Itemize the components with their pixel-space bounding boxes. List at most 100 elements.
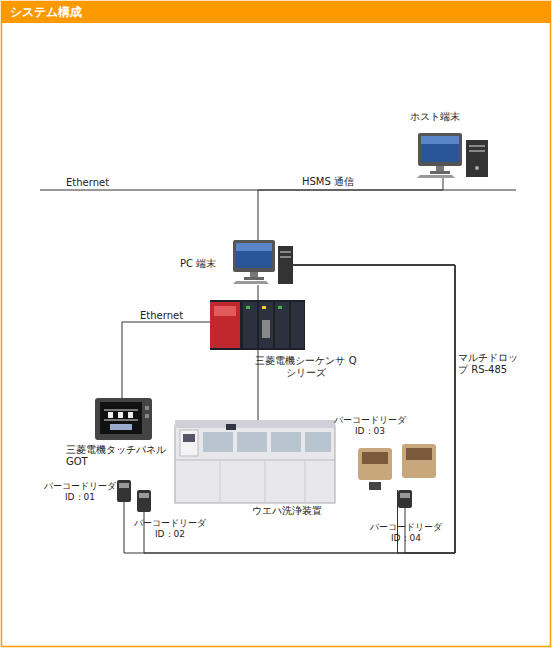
host-computer-part xyxy=(469,145,485,147)
touch-panel-part xyxy=(145,414,149,418)
barcode-reader-02-part xyxy=(137,490,151,512)
plc-unit-part xyxy=(243,302,257,348)
device-label: バーコードリーダ ID：02 xyxy=(132,518,208,540)
barcode-reader-03-part xyxy=(362,452,388,464)
barcode-reader-01 xyxy=(117,480,131,502)
device-label: バーコードリーダ ID：04 xyxy=(368,522,444,544)
barcode-reader-03-part xyxy=(358,448,392,480)
host-computer xyxy=(417,133,488,178)
plc-unit-part xyxy=(262,306,266,309)
touch-panel-part xyxy=(108,412,113,418)
barcode-reader-01-part xyxy=(119,483,129,488)
plc-unit-part xyxy=(278,306,282,309)
plc-unit-part xyxy=(246,306,250,309)
pc-computer-part xyxy=(250,272,258,277)
touch-panel-part xyxy=(110,424,132,430)
host-computer-part xyxy=(421,136,459,144)
host-computer-part xyxy=(469,150,485,152)
wafer-cleaner-part xyxy=(271,432,301,452)
host-computer-part xyxy=(421,136,459,162)
touch-panel-part xyxy=(100,402,142,434)
wafer-cleaner: ウエハ洗浄装置 xyxy=(175,420,335,505)
connector-line xyxy=(258,178,443,240)
device-label: 三菱電機シーケンサ Q シリーズ xyxy=(254,355,358,379)
pc-computer-part xyxy=(233,281,269,284)
wafer-cleaner-part xyxy=(226,424,236,430)
plc-unit-part xyxy=(210,300,305,350)
plc-unit-part xyxy=(210,302,240,348)
host-computer-part xyxy=(418,133,462,166)
ethernet-bus xyxy=(40,190,516,191)
wafer-cleaner-part xyxy=(265,460,266,503)
pc-computer-part xyxy=(233,240,275,272)
connector-line xyxy=(124,265,455,553)
pc-computer-part xyxy=(280,256,291,258)
header-band xyxy=(1,1,551,23)
barcode-reader-03-part xyxy=(406,448,432,460)
device-label: PC 端末 xyxy=(180,258,230,270)
plc-unit-part xyxy=(214,306,236,316)
plc-unit-part xyxy=(259,302,273,348)
barcode-reader-03 xyxy=(358,444,436,490)
wafer-cleaner-part xyxy=(180,430,198,456)
host-computer-part xyxy=(475,166,479,170)
host-computer-part xyxy=(430,171,450,174)
plc-unit xyxy=(210,300,305,350)
host-computer-part xyxy=(417,175,455,178)
wafer-cleaner-part xyxy=(175,460,335,461)
connector-label: Ethernet xyxy=(140,310,190,322)
connector-line xyxy=(258,285,259,300)
plc-unit-part xyxy=(275,302,289,348)
device-label: ホスト端末 xyxy=(400,111,470,123)
connector-line xyxy=(144,265,455,553)
barcode-reader: バーコードリーダ ID：01 xyxy=(117,480,131,502)
connector-label: HSMS 通信 xyxy=(302,176,372,188)
touch-panel-part xyxy=(104,410,138,411)
barcode-reader-02-part xyxy=(139,493,149,498)
touch-panel xyxy=(95,398,152,440)
barcode-reader-03-part xyxy=(402,444,436,478)
plc-sequencer: 三菱電機シーケンサ Q シリーズ xyxy=(210,300,305,350)
pc-computer-part xyxy=(278,246,293,284)
touch-panel-part xyxy=(95,398,152,440)
barcode-reader-02 xyxy=(137,490,151,512)
plc-unit-part xyxy=(262,320,270,338)
connector-label: マルチドロップ RS-485 xyxy=(458,352,524,376)
network-label: Ethernet xyxy=(66,177,109,189)
pc-computer xyxy=(233,240,293,284)
barcode-reader: バーコードリーダ ID：03 xyxy=(355,440,440,490)
device-label: 三菱電機タッチパネル GOT xyxy=(66,444,178,468)
host-computer-part xyxy=(466,140,488,177)
device-label: バーコードリーダ ID：03 xyxy=(332,415,408,437)
wafer-cleaner-part xyxy=(203,432,233,452)
pc-computer-part xyxy=(244,277,264,280)
wafer-cleaner-part xyxy=(305,432,331,452)
wafer-cleaner-part xyxy=(175,420,335,428)
barcode-reader: バーコードリーダ ID：04 xyxy=(398,490,412,508)
barcode-reader-03-part xyxy=(369,482,381,490)
touch-panel-part xyxy=(118,412,123,418)
plc-unit-part xyxy=(291,302,304,348)
pc-computer-part xyxy=(236,243,272,268)
wafer-cleaner-part xyxy=(237,432,267,452)
barcode-reader: バーコードリーダ ID：02 xyxy=(137,490,151,512)
wafer-cleaner-part xyxy=(183,434,195,442)
host-terminal: ホスト端末 xyxy=(418,133,490,178)
touch-panel-part xyxy=(128,412,133,418)
wafer-cleaner-part xyxy=(220,460,221,503)
wafer-cleaner-part xyxy=(305,460,306,503)
pc-computer-part xyxy=(236,243,272,251)
touch-panel-part xyxy=(145,406,149,410)
device-label: ウエハ洗浄装置 xyxy=(252,505,342,517)
touch-panel: 三菱電機タッチパネル GOT xyxy=(95,398,152,440)
connector-line xyxy=(122,322,210,398)
barcode-reader-01-part xyxy=(117,480,131,502)
wafer-cleaner-part xyxy=(175,425,335,503)
touch-panel-part xyxy=(104,420,138,421)
pc-terminal: PC 端末 xyxy=(233,240,293,285)
barcode-reader-04-part xyxy=(398,490,412,508)
